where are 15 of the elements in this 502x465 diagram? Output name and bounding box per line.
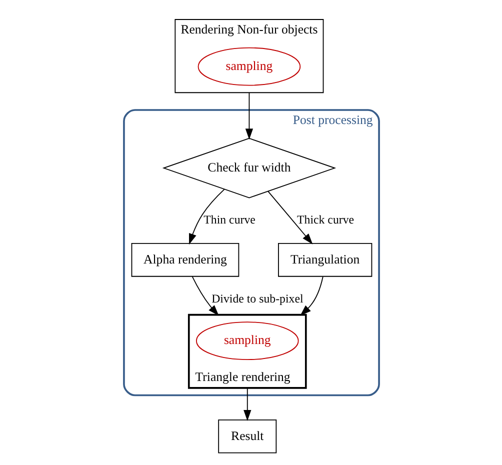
arrow bbox=[188, 188, 224, 245]
edge-label: Divide to sub-pixel bbox=[211, 291, 303, 306]
node-diamond: Check fur width bbox=[162, 138, 336, 198]
arrow bbox=[267, 191, 312, 244]
arrow bbox=[244, 92, 253, 140]
edge-label: Thick curve bbox=[296, 212, 354, 227]
arrow bbox=[243, 387, 251, 421]
node-box: Triangulation bbox=[278, 243, 372, 277]
arrow bbox=[191, 276, 218, 316]
node-ellipse: sampling bbox=[197, 47, 300, 86]
edge-label: Thin curve bbox=[203, 212, 255, 227]
arrow bbox=[300, 276, 323, 316]
node-box: Alpha rendering bbox=[130, 243, 239, 277]
node-box: Result bbox=[218, 419, 276, 454]
node-ellipse: sampling bbox=[195, 322, 298, 360]
